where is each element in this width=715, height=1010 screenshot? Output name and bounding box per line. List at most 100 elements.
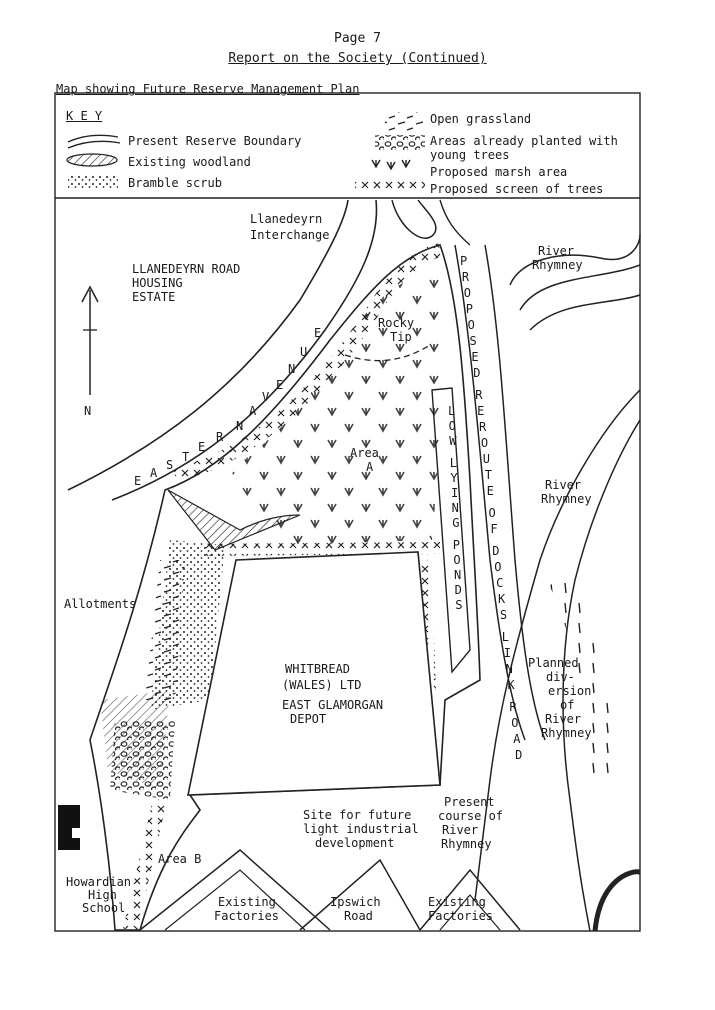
proposed-reroute-letter: T xyxy=(484,468,492,482)
planted-trees-symbol xyxy=(375,135,425,151)
proposed-reroute-letter: E xyxy=(471,350,479,364)
label-tip: Tip xyxy=(390,330,412,344)
label-present-4: Rhymney xyxy=(441,837,492,851)
low-lying-ponds-letter: S xyxy=(455,598,463,612)
report-title-text: Report on the Society (Continued) xyxy=(228,51,487,66)
low-lying-ponds-letter: W xyxy=(449,434,457,448)
proposed-reroute-letter: P xyxy=(460,254,468,268)
river-rhymney-west-bank xyxy=(474,389,641,901)
bramble-symbol xyxy=(68,175,118,189)
proposed-reroute-letter: S xyxy=(469,334,477,348)
eastern-avenue-letter: E xyxy=(134,474,142,488)
eastern-avenue-letter: N xyxy=(288,362,296,376)
proposed-reroute-letter: O xyxy=(463,286,472,300)
planned-diversion xyxy=(549,574,617,781)
label-whitbread-3: EAST GLAMORGAN xyxy=(282,698,384,712)
label-housing-3: ESTATE xyxy=(132,290,176,304)
label-housing-2: HOUSING xyxy=(132,276,183,290)
label-school-3: School xyxy=(82,901,126,915)
key-label-screen: Proposed screen of trees xyxy=(430,182,604,196)
label-area-b: Area B xyxy=(158,852,202,866)
proposed-reroute-letter: O xyxy=(494,560,502,574)
low-lying-ponds-letter: Y xyxy=(450,471,458,485)
low-lying-ponds-letter: N xyxy=(454,568,462,582)
river-edge-south xyxy=(592,869,641,932)
proposed-reroute-letter: O xyxy=(467,318,475,332)
key-label-bramble: Bramble scrub xyxy=(128,176,222,190)
label-planned-4: of xyxy=(560,698,575,712)
key-label-marsh: Proposed marsh area xyxy=(430,165,568,179)
low-lying-ponds-letter: L xyxy=(449,456,458,470)
proposed-reroute-letter: R xyxy=(461,270,470,284)
river-rhymney-east-bank xyxy=(562,419,641,932)
label-present-2: course of xyxy=(438,809,504,823)
eastern-avenue-letter: U xyxy=(300,345,308,359)
label-whitbread-1: WHITBREAD xyxy=(285,662,351,676)
label-planned-1: Planned xyxy=(528,656,579,670)
ipswich-road-edges xyxy=(299,858,421,931)
reroute-road-west xyxy=(454,244,526,741)
low-lying-ponds-letter: I xyxy=(451,486,459,500)
screen-trees-symbol xyxy=(355,180,425,190)
tree-screen-south xyxy=(199,542,441,556)
eastern-avenue-letter: E xyxy=(276,378,284,392)
key-label-woodland: Existing woodland xyxy=(128,155,251,169)
eastern-avenue-letter: T xyxy=(182,450,190,464)
planted-trees-area xyxy=(110,720,175,800)
proposed-reroute-letter: U xyxy=(482,452,491,466)
low-lying-ponds-letter: O xyxy=(448,419,456,433)
key-label-grassland: Open grassland xyxy=(430,112,532,126)
label-site-1: Site for future xyxy=(303,808,412,822)
eastern-avenue-letter: E xyxy=(198,440,206,454)
key-legend xyxy=(66,112,425,190)
proposed-reroute-letter: E xyxy=(486,484,494,498)
eastern-avenue-letter: S xyxy=(166,458,174,472)
low-lying-ponds-letter: G xyxy=(452,516,460,530)
factories-left-outline xyxy=(139,849,331,931)
label-area-a-letter: A xyxy=(366,460,374,474)
proposed-reroute-letter: F xyxy=(490,522,498,536)
label-area-a: Area xyxy=(350,446,379,460)
low-lying-ponds-letter: D xyxy=(454,583,462,597)
label-housing-1: LLANEDEYRN ROAD xyxy=(132,262,241,276)
label-factories-left-2: Factories xyxy=(214,909,280,923)
eastern-avenue-letter: N xyxy=(236,419,244,433)
low-lying-ponds-letter: P xyxy=(452,538,461,552)
tree-screen-area-b xyxy=(123,798,167,932)
key-label-boundary: Present Reserve Boundary xyxy=(128,134,302,148)
label-school-1: Howardian xyxy=(66,875,132,889)
woodland-symbol xyxy=(66,153,118,167)
label-planned-3: ersion xyxy=(548,684,592,698)
woodland-north xyxy=(167,489,301,551)
river-rhymney-north-bank xyxy=(509,234,641,286)
low-lying-ponds xyxy=(431,387,471,674)
low-lying-ponds-letter: O xyxy=(453,553,461,567)
rocky-tip-edge xyxy=(344,344,431,362)
label-road: Road xyxy=(344,909,373,923)
area-a-marsh xyxy=(230,274,443,545)
boundary-symbol xyxy=(67,134,121,149)
proposed-reroute-letter: K xyxy=(498,592,506,606)
label-whitbread-4: DEPOT xyxy=(290,712,327,726)
label-site-3: development xyxy=(315,836,395,850)
proposed-reroute-letter: D xyxy=(492,544,500,558)
label-site-2: light industrial xyxy=(303,822,419,836)
proposed-reroute-letter: R xyxy=(479,420,487,434)
interchange-loop xyxy=(391,199,437,239)
grassland-symbol xyxy=(385,112,425,132)
label-river-top-2: Rhymney xyxy=(532,258,583,272)
report-title: Report on the Society (Continued) xyxy=(0,52,715,66)
proposed-reroute-letter: O xyxy=(488,506,496,520)
key-label-planted-2: young trees xyxy=(430,148,510,162)
low-lying-ponds-letter: L xyxy=(448,404,456,418)
map-frame xyxy=(54,92,641,932)
label-planned-6: Rhymney xyxy=(541,726,592,740)
label-allotments: Allotments xyxy=(64,597,137,611)
proposed-reroute-letter: O xyxy=(511,716,519,730)
label-north: N xyxy=(84,404,92,418)
proposed-reroute-letter: O xyxy=(480,436,489,450)
proposed-reroute-letter: D xyxy=(515,748,523,762)
proposed-reroute-letter: A xyxy=(513,732,521,746)
marsh-symbol xyxy=(371,159,411,171)
